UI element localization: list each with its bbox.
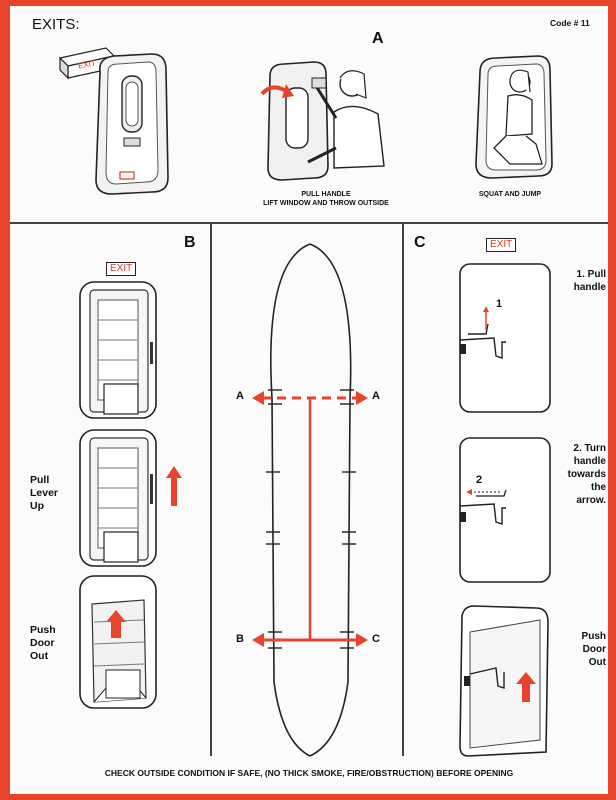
squat-jump-caption: SQUAT AND JUMP — [478, 191, 542, 198]
push-door-out-label-b: Push Door Out — [30, 624, 56, 663]
pull-handle-illustration — [459, 263, 551, 413]
section-c-exit-sign: EXIT — [486, 238, 517, 252]
push-door-out-label-c: Push Door Out — [550, 630, 606, 669]
turn-handle-step-line-5: arrow. — [576, 495, 606, 506]
section-c-letter: C — [414, 234, 426, 251]
turn-handle-step-line-1: 2. Turn — [573, 443, 606, 454]
aircraft-exit-diagram — [252, 243, 368, 757]
vertical-divider-left — [210, 222, 212, 756]
turn-handle-step-line-3: towards — [567, 469, 606, 480]
section-b-letter: B — [184, 234, 196, 251]
pull-handle-caption: PULL HANDLE LIFT WINDOW AND THROW OUTSID… — [246, 190, 406, 208]
pull-lever-up-line-3: Up — [30, 500, 44, 512]
turn-handle-step-line-2: handle — [573, 456, 606, 467]
pull-lever-up-line-1: Pull — [30, 474, 50, 486]
pull-handle-caption-line-1: PULL HANDLE — [301, 191, 351, 198]
diagram-label-a-right: A — [372, 390, 380, 402]
door-lever-illustration — [79, 429, 182, 567]
push-door-out-c-line-3: Out — [588, 657, 606, 668]
pull-handle-step-line-2: handle — [573, 282, 606, 293]
pull-handle-step-line-1: 1. Pull — [576, 269, 606, 280]
section-b-exit-sign: EXIT — [106, 262, 137, 276]
figure-number-2: 2 — [476, 474, 483, 486]
push-door-out-c-line-2: Door — [582, 644, 606, 655]
push-door-out-b-line-3: Out — [30, 650, 49, 662]
overwing-hatch-illustration — [95, 53, 169, 195]
pull-handle-caption-line-2: LIFT WINDOW AND THROW OUTSIDE — [263, 200, 389, 207]
turn-handle-illustration — [459, 437, 551, 583]
push-door-illustration-c — [459, 605, 549, 757]
door-push-out-illustration — [79, 575, 157, 709]
diagram-label-b: B — [236, 633, 244, 645]
horizontal-divider — [10, 222, 608, 224]
pull-lever-up-label: Pull Lever Up — [30, 474, 58, 513]
turn-handle-step-line-4: the — [591, 482, 606, 493]
pull-handle-step-label: 1. Pull handle — [550, 268, 606, 294]
section-a-letter: A — [372, 30, 384, 47]
pull-window-illustration — [260, 61, 385, 181]
card-code: Code # 11 — [550, 18, 590, 28]
figure-number-1: 1 — [496, 298, 503, 310]
safety-card: EXITS: Code # 11 A EXIT PU — [10, 6, 608, 794]
squat-jump-illustration — [475, 55, 553, 179]
turn-handle-step-label: 2. Turn handle towards the arrow. — [550, 442, 606, 507]
vertical-divider-right — [402, 222, 404, 756]
pull-lever-up-line-2: Lever — [30, 487, 59, 499]
push-door-out-c-line-1: Push — [581, 631, 606, 642]
diagram-label-c: C — [372, 633, 380, 645]
door-closed-illustration — [79, 281, 157, 419]
safety-footer-note: CHECK OUTSIDE CONDITION IF SAFE, (NO THI… — [104, 768, 514, 778]
page-title: EXITS: — [32, 16, 80, 33]
push-door-out-b-line-2: Door — [30, 637, 55, 649]
push-door-out-b-line-1: Push — [30, 624, 56, 636]
diagram-label-a-left: A — [236, 390, 244, 402]
